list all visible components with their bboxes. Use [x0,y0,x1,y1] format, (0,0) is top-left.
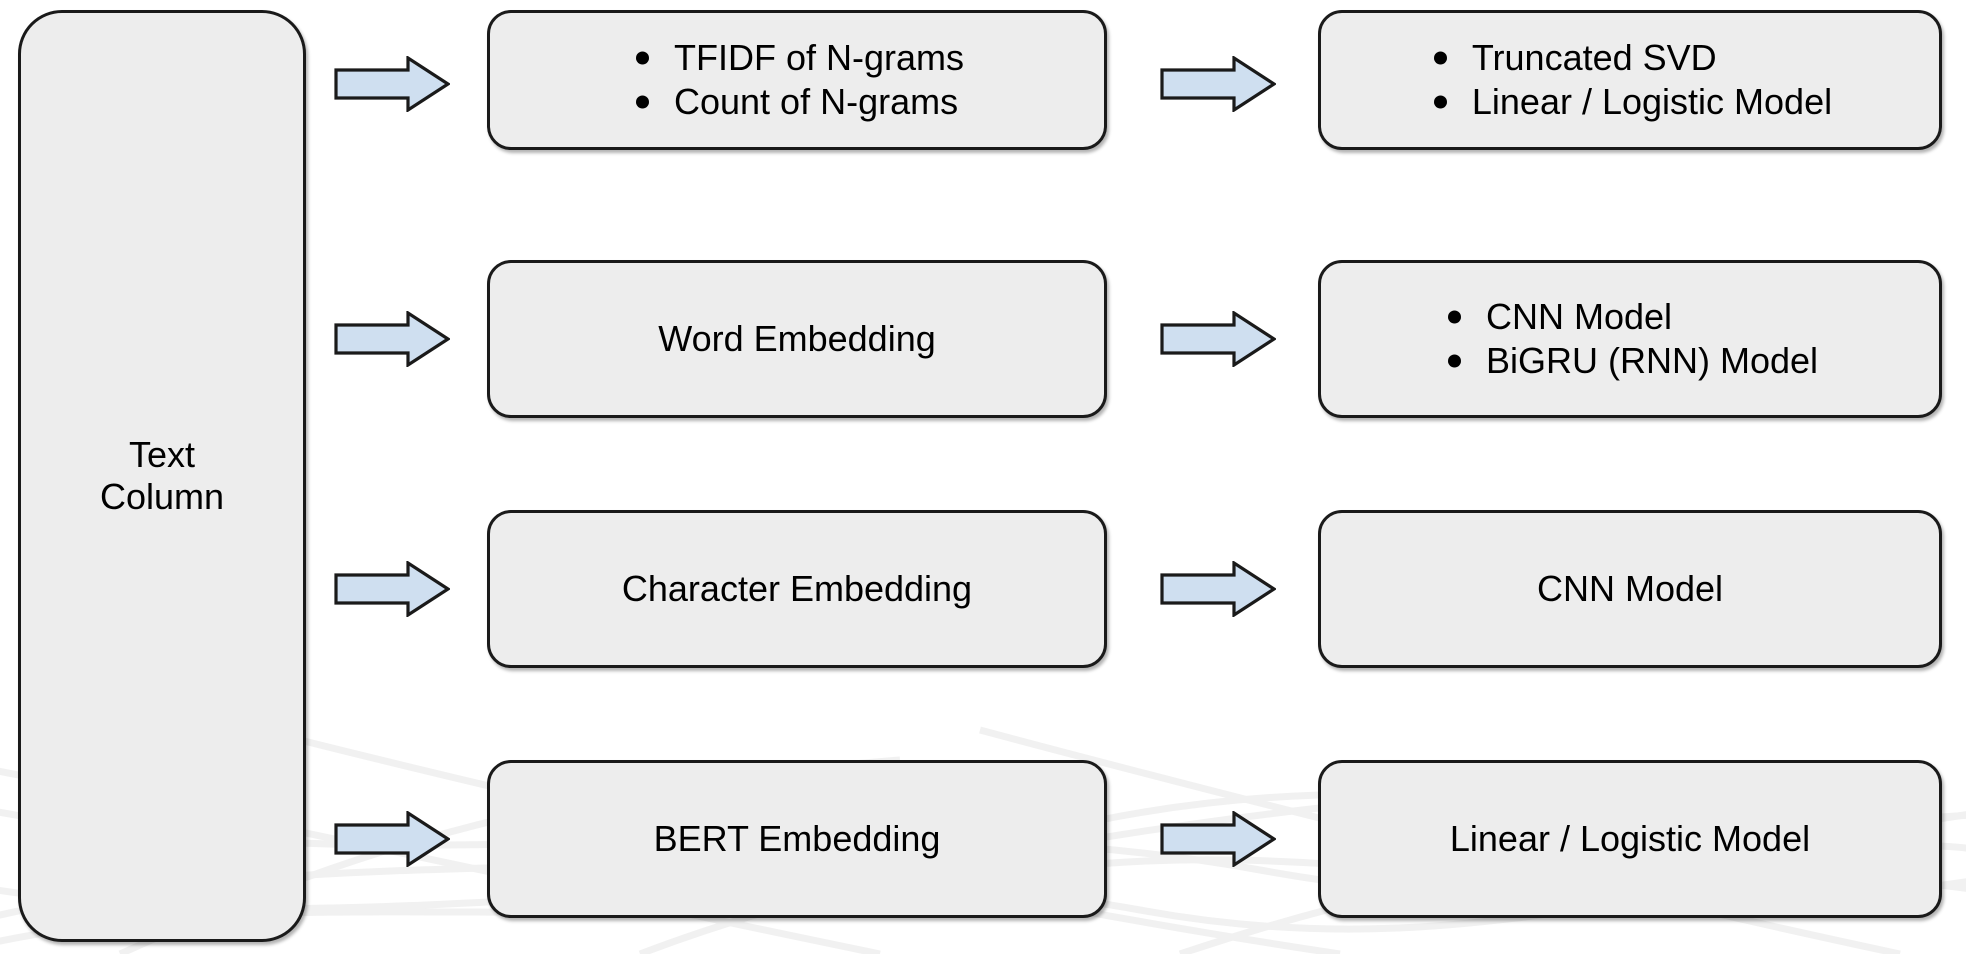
model-node-row-2[interactable]: CNN Model BiGRU (RNN) Model [1318,260,1942,418]
list-item: BiGRU (RNN) Model [1442,339,1818,383]
feature-node-row-2[interactable]: Word Embedding [487,260,1107,418]
list-item: TFIDF of N-grams [630,36,964,80]
right-block-arrow-icon [334,311,450,367]
model-bullet-list: Truncated SVD Linear / Logistic Model [1428,36,1832,124]
model-node-label: Linear / Logistic Model [1449,817,1811,859]
right-block-arrow-icon [334,56,450,112]
right-block-arrow-icon [1160,811,1276,867]
source-node-label: Text Column [99,433,225,517]
list-item: Truncated SVD [1428,36,1832,80]
right-block-arrow-icon [1160,56,1276,112]
model-node-row-3[interactable]: CNN Model [1318,510,1942,668]
right-block-arrow-icon [334,561,450,617]
source-node-text-column[interactable]: Text Column [18,10,306,942]
feature-node-row-1[interactable]: TFIDF of N-grams Count of N-grams [487,10,1107,150]
right-block-arrow-icon [1160,561,1276,617]
list-item: CNN Model [1442,295,1818,339]
feature-node-label: BERT Embedding [653,817,941,859]
feature-node-label: Word Embedding [658,317,936,359]
model-node-row-4[interactable]: Linear / Logistic Model [1318,760,1942,918]
model-node-label: CNN Model [1536,567,1724,609]
right-block-arrow-icon [334,811,450,867]
model-node-row-1[interactable]: Truncated SVD Linear / Logistic Model [1318,10,1942,150]
feature-bullet-list: TFIDF of N-grams Count of N-grams [630,36,964,124]
feature-node-label: Character Embedding [621,567,973,609]
feature-node-row-3[interactable]: Character Embedding [487,510,1107,668]
list-item: Count of N-grams [630,80,964,124]
feature-node-row-4[interactable]: BERT Embedding [487,760,1107,918]
right-block-arrow-icon [1160,311,1276,367]
model-bullet-list: CNN Model BiGRU (RNN) Model [1442,295,1818,383]
list-item: Linear / Logistic Model [1428,80,1832,124]
